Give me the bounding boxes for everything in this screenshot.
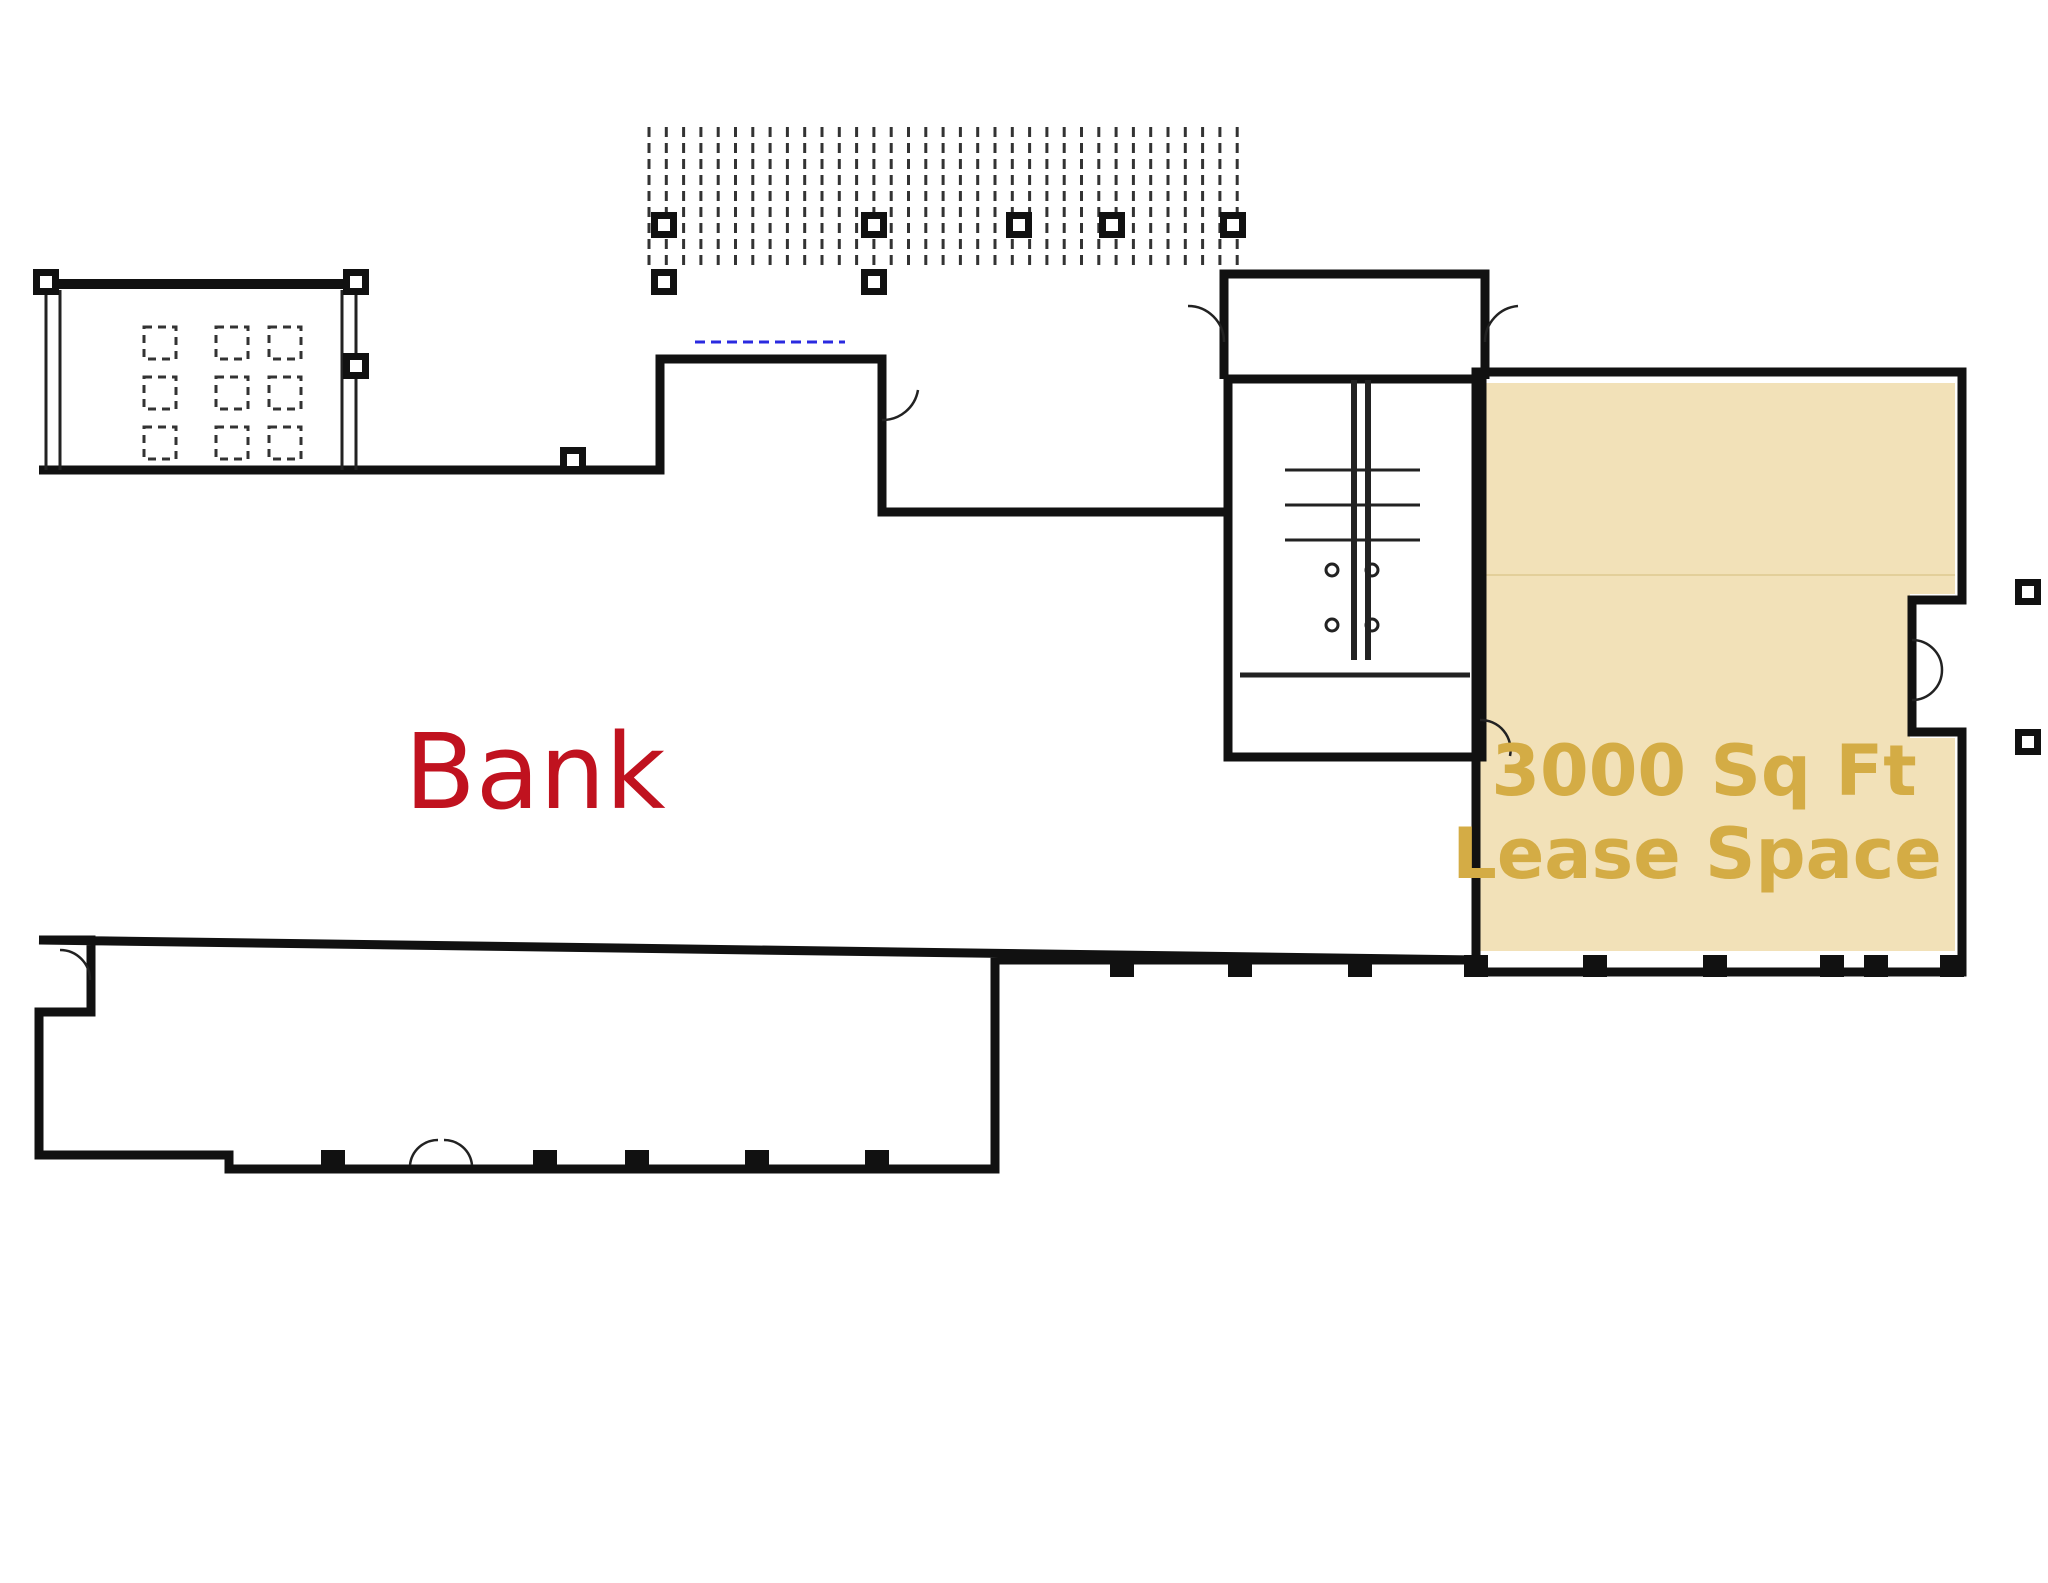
column <box>651 269 677 295</box>
column <box>1099 212 1125 238</box>
patio-table <box>142 325 178 361</box>
column <box>33 269 59 295</box>
wall-pier <box>1110 955 1134 977</box>
patio-table <box>267 325 303 361</box>
wall-pier <box>533 1150 557 1172</box>
wall-pier <box>1864 955 1888 977</box>
wall-pier <box>865 1150 889 1172</box>
patio-tables <box>142 325 303 461</box>
patio-table <box>142 425 178 461</box>
lease-space-wall <box>1471 367 1967 977</box>
patio-table <box>267 375 303 411</box>
wall-pier <box>1348 955 1372 977</box>
wall-pier <box>1464 955 1488 977</box>
wall-pier <box>745 1150 769 1172</box>
column <box>651 212 677 238</box>
column <box>2015 729 2041 755</box>
wall-pier <box>1703 955 1727 977</box>
column <box>1220 212 1246 238</box>
lease-space-label: Lease Space <box>1452 813 1942 895</box>
patio-table <box>214 425 250 461</box>
column <box>343 269 369 295</box>
pergola-slats <box>647 127 1239 268</box>
patio-table <box>214 375 250 411</box>
wall-pier <box>625 1150 649 1172</box>
wall-pier <box>1583 955 1607 977</box>
wall-pier <box>321 1150 345 1172</box>
patio-table <box>142 375 178 411</box>
patio-table <box>267 425 303 461</box>
restroom-fixtures <box>1240 380 1470 678</box>
wall-piers <box>321 955 1964 1172</box>
wall-pier <box>1228 955 1252 977</box>
column <box>560 447 586 473</box>
patio-wall <box>44 280 358 470</box>
wall-pier <box>1940 955 1964 977</box>
bank-outer-wall <box>34 354 1477 1174</box>
lease-space-area[interactable] <box>1480 383 1955 951</box>
patio-table <box>214 325 250 361</box>
column <box>861 212 887 238</box>
restroom-block-wall <box>1223 374 1487 762</box>
column <box>861 269 887 295</box>
bank-label: Bank <box>404 711 665 833</box>
wall-pier <box>1820 955 1844 977</box>
column <box>1006 212 1032 238</box>
vestibule-wall <box>1219 269 1490 379</box>
doors <box>59 304 1944 1166</box>
column <box>2015 579 2041 605</box>
column <box>343 353 369 379</box>
columns <box>33 212 2041 755</box>
lease-size-label: 3000 Sq Ft <box>1491 730 1916 812</box>
